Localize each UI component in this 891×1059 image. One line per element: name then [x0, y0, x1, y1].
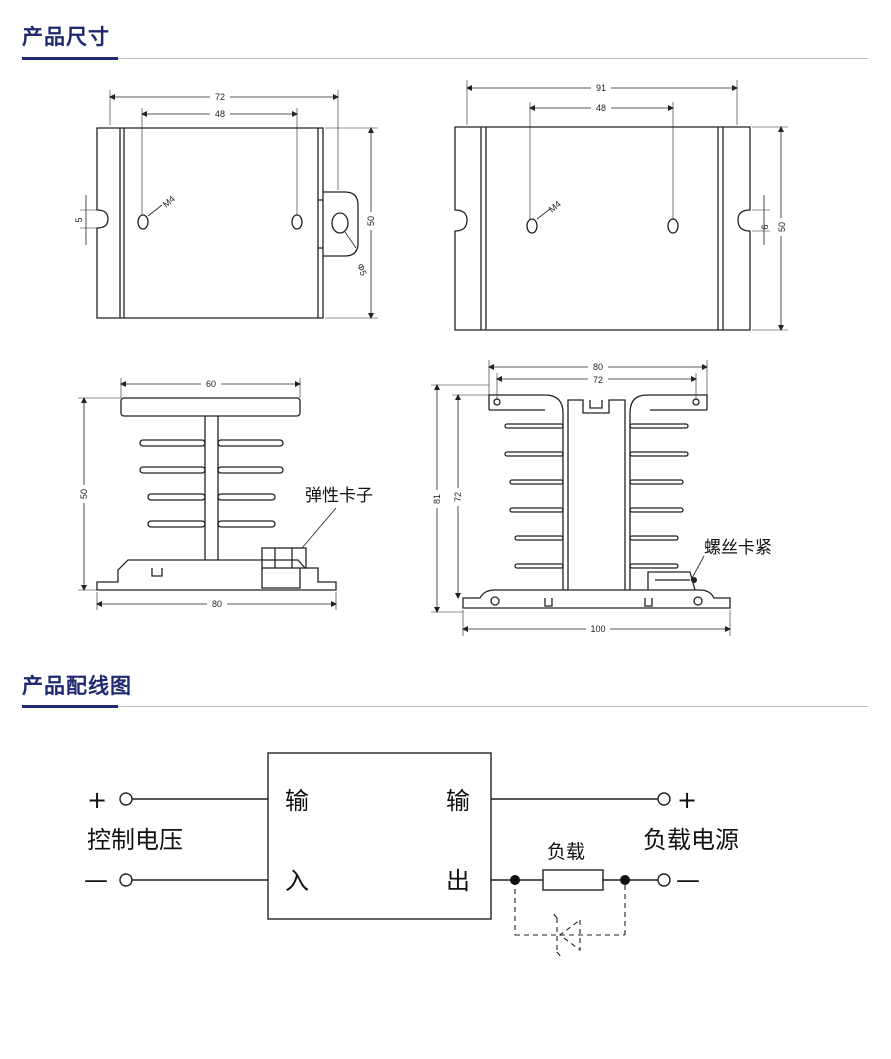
dim-label: 72: [593, 375, 603, 385]
section-divider: [22, 706, 868, 707]
terminal-control-plus: [119, 792, 133, 806]
label-input-top: 输: [285, 787, 309, 815]
drawing-heatsink-side-small: [78, 378, 337, 610]
dim-label: 100: [590, 624, 605, 634]
label-control-voltage: 控制电压: [87, 826, 183, 854]
dim-label: 50: [79, 489, 89, 499]
terminal-supply-plus: [657, 792, 671, 806]
label-load-supply: 负载电源: [643, 826, 739, 854]
dim-label: 72: [215, 92, 225, 102]
section-title-dimensions: 产品尺寸: [22, 25, 110, 49]
section-accent-bar: [22, 705, 118, 708]
dim-label: 80: [593, 362, 603, 372]
plus-sign-right: +: [677, 786, 697, 814]
label-load: 负载: [547, 841, 585, 863]
dim-label: 5: [74, 217, 84, 222]
dim-label: 6: [760, 224, 770, 229]
dim-label: 81: [432, 494, 442, 504]
dim-label: 80: [212, 599, 222, 609]
dim-label: 91: [596, 83, 606, 93]
terminal-supply-minus: [657, 873, 671, 887]
terminal-control-minus: [119, 873, 133, 887]
dim-label: 48: [596, 103, 606, 113]
minus-sign-left: —: [84, 866, 108, 894]
relay-box: [267, 752, 492, 920]
drawing-front-view-small: [80, 90, 378, 319]
dim-label: 50: [366, 216, 376, 226]
thread-label: M4: [161, 194, 177, 210]
dim-label: 60: [206, 379, 216, 389]
minus-sign-right: —: [676, 866, 700, 894]
label-input-bottom: 入: [285, 867, 309, 895]
wiring-diagram: [119, 752, 671, 959]
drawing-heatsink-side-large: [431, 360, 731, 636]
dim-label: 48: [215, 109, 225, 119]
label-output-bottom: 出: [446, 867, 470, 895]
section-accent-bar: [22, 57, 118, 60]
load-resistor: [542, 869, 604, 891]
label-output-top: 输: [446, 787, 470, 815]
dim-label: 72: [453, 492, 463, 502]
callout-spring-clip: 弹性卡子: [305, 486, 373, 506]
junction-dot: [510, 875, 520, 885]
dim-label: 50: [777, 222, 787, 232]
section-title-wiring: 产品配线图: [22, 674, 132, 698]
section-divider: [22, 58, 868, 59]
callout-screw-clamp: 螺丝卡紧: [704, 538, 772, 558]
thread-label: M4: [547, 199, 563, 215]
junction-dot: [620, 875, 630, 885]
plus-sign-left: +: [87, 786, 107, 814]
hole-label: Φ5: [355, 262, 369, 277]
drawing-front-view-large: [454, 80, 788, 331]
